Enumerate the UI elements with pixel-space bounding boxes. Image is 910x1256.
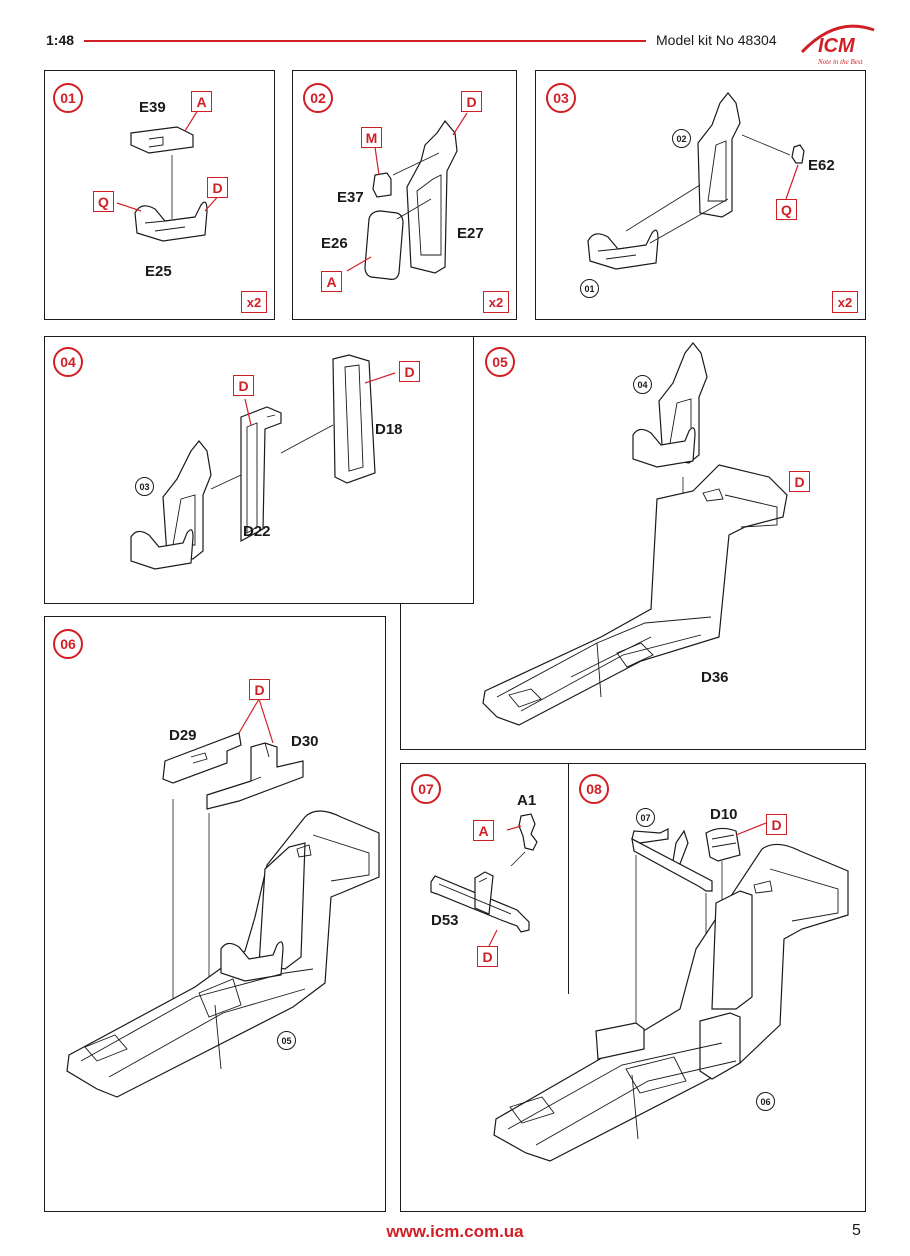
part-label-d29: D29 xyxy=(169,727,197,744)
part-label-d53: D53 xyxy=(431,912,459,929)
step-06-panel: 06 D29 D30 D 05 xyxy=(44,616,386,1212)
quantity-multiplier: x2 xyxy=(832,291,858,313)
paint-tag: M xyxy=(361,127,382,148)
paint-tag: D xyxy=(207,177,228,198)
scale-label: 1:48 xyxy=(46,32,75,48)
paint-tag: A xyxy=(321,271,342,292)
paint-tag: Q xyxy=(93,191,114,212)
website-link[interactable]: www.icm.com.ua xyxy=(386,1222,524,1241)
page-number: 5 xyxy=(852,1222,861,1239)
logo-text: ICM xyxy=(818,35,856,57)
part-label-d18: D18 xyxy=(375,421,403,438)
quantity-multiplier: x2 xyxy=(241,291,267,313)
step-number: 03 xyxy=(546,83,576,113)
step-reference-badge: 01 xyxy=(580,279,599,298)
part-label-d10: D10 xyxy=(710,806,738,823)
step-03-panel: 03 02 01 E62 Q x2 xyxy=(535,70,866,320)
header-rule xyxy=(84,40,646,42)
paint-tag: A xyxy=(473,820,494,841)
step-number: 05 xyxy=(485,347,515,377)
step-05-panel: 05 04 D36 D xyxy=(400,336,866,750)
icm-logo: ICM Note in the Best xyxy=(796,22,876,68)
paint-tag: D xyxy=(249,679,270,700)
paint-tag: Q xyxy=(776,199,797,220)
paint-tag: D xyxy=(789,471,810,492)
paint-tag: D xyxy=(399,361,420,382)
quantity-multiplier: x2 xyxy=(483,291,509,313)
step-08-drawing xyxy=(493,822,849,1162)
step-reference-badge: 02 xyxy=(672,129,691,148)
step-07-drawing xyxy=(430,813,538,947)
step-07-panel: 07 A1 D53 A D xyxy=(400,763,570,995)
part-label-e25: E25 xyxy=(145,263,172,280)
paint-tag: D xyxy=(461,91,482,112)
step-05-drawing xyxy=(482,342,788,726)
step-reference-badge: 06 xyxy=(756,1092,775,1111)
step-number: 07 xyxy=(411,774,441,804)
step-reference-badge: 04 xyxy=(633,375,652,394)
paint-tag: D xyxy=(477,946,498,967)
step-01-panel: 01 E39 E25 A Q D x2 xyxy=(44,70,275,320)
icm-logo-icon: ICM Note in the Best xyxy=(800,24,875,66)
step-04-drawing xyxy=(130,354,396,570)
step-number: 01 xyxy=(53,83,83,113)
part-label-d36: D36 xyxy=(701,669,729,686)
part-label-e37: E37 xyxy=(337,189,364,206)
part-label-d22: D22 xyxy=(243,523,271,540)
step-03-drawing xyxy=(587,92,805,270)
step-number: 06 xyxy=(53,629,83,659)
part-label-d30: D30 xyxy=(291,733,319,750)
part-label-a1: A1 xyxy=(517,792,537,809)
logo-slogan: Note in the Best xyxy=(817,58,864,66)
step-number: 08 xyxy=(579,774,609,804)
step-04-panel: 04 03 D22 D18 D D xyxy=(44,336,474,604)
step-02-drawing xyxy=(346,112,468,280)
part-label-e39: E39 xyxy=(139,99,166,116)
step-06-drawing xyxy=(66,698,380,1098)
part-label-e62: E62 xyxy=(808,157,835,174)
step-01-drawing xyxy=(116,104,222,242)
step-number: 02 xyxy=(303,83,333,113)
step-02-panel: 02 E37 E26 E27 M D A x2 xyxy=(292,70,517,320)
step-number: 04 xyxy=(53,347,83,377)
part-label-e27: E27 xyxy=(457,225,484,242)
step-reference-badge: 07 xyxy=(636,808,655,827)
part-label-e26: E26 xyxy=(321,235,348,252)
paint-tag: D xyxy=(233,375,254,396)
step-reference-badge: 03 xyxy=(135,477,154,496)
paint-tag: A xyxy=(191,91,212,112)
paint-tag: D xyxy=(766,814,787,835)
kit-number: Model kit No 48304 xyxy=(656,32,777,48)
step-reference-badge: 05 xyxy=(277,1031,296,1050)
